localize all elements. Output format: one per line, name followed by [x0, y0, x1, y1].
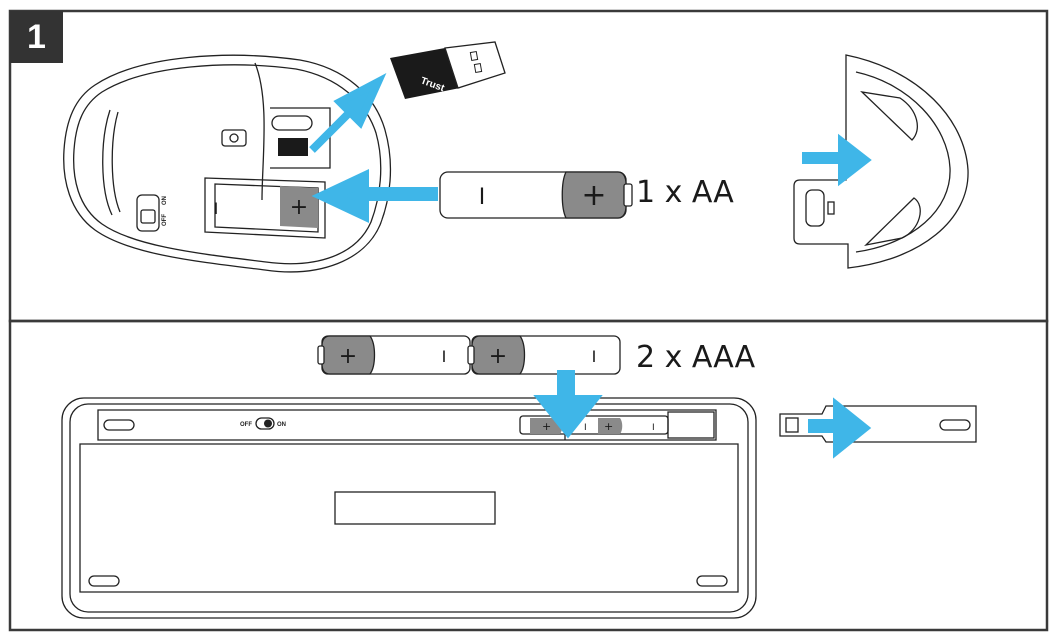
battery-insert-arrow — [311, 168, 438, 224]
step-number-badge: 1 — [10, 11, 63, 63]
kbd-battery-1-plus-symbol: + — [542, 420, 551, 433]
aa-battery-plus-symbol: + — [581, 178, 606, 213]
mouse-cover-arrow — [802, 133, 872, 187]
mouse-battery-label: 1 x AA — [636, 175, 734, 210]
mouse-switch-off-label: OFF — [162, 214, 168, 226]
aaa-battery-1-plus-symbol: + — [339, 344, 357, 369]
aaa-batteries: + I + I — [317, 335, 621, 375]
kbd-battery-2-cap — [598, 418, 623, 434]
kbd-battery-1-minus-symbol: I — [584, 423, 587, 433]
aa-battery-minus-symbol: I — [479, 185, 486, 210]
kbd-switch-on-label: ON — [277, 422, 286, 428]
keyboard-battery-label: 2 x AAA — [636, 340, 756, 375]
mouse-battery-minus-symbol: I — [214, 199, 219, 218]
keyboard-underside — [61, 397, 757, 619]
usb-receiver: Trust — [390, 41, 506, 99]
mouse-battery-plus-symbol: + — [290, 195, 308, 220]
keyboard-battery-cover — [779, 405, 977, 443]
receiver-remove-arrow — [309, 73, 387, 153]
bottom-panel-frame — [8, 319, 1049, 632]
kbd-battery-2-minus-symbol: I — [652, 423, 655, 433]
top-panel-frame — [8, 9, 1049, 323]
aaa-battery-1-minus-symbol: I — [442, 347, 447, 366]
aaa-battery-2-plus-symbol: + — [489, 344, 507, 369]
receiver-slot — [278, 138, 308, 156]
keyboard-cover-arrow — [808, 397, 872, 459]
kbd-switch-off-label: OFF — [240, 422, 252, 428]
mouse-battery-plus-cap — [280, 186, 318, 228]
kbd-switch-knob — [264, 419, 272, 428]
mouse-switch-on-label: ON — [162, 196, 168, 205]
aaa-insert-arrow — [533, 370, 603, 439]
aa-battery: + I — [439, 171, 633, 219]
kbd-battery-1-cap — [530, 418, 563, 434]
kbd-battery-2-plus-symbol: + — [604, 420, 613, 433]
mouse-underside — [63, 54, 392, 273]
aaa-battery-2-minus-symbol: I — [592, 347, 597, 366]
mouse-battery-cover — [793, 54, 969, 269]
